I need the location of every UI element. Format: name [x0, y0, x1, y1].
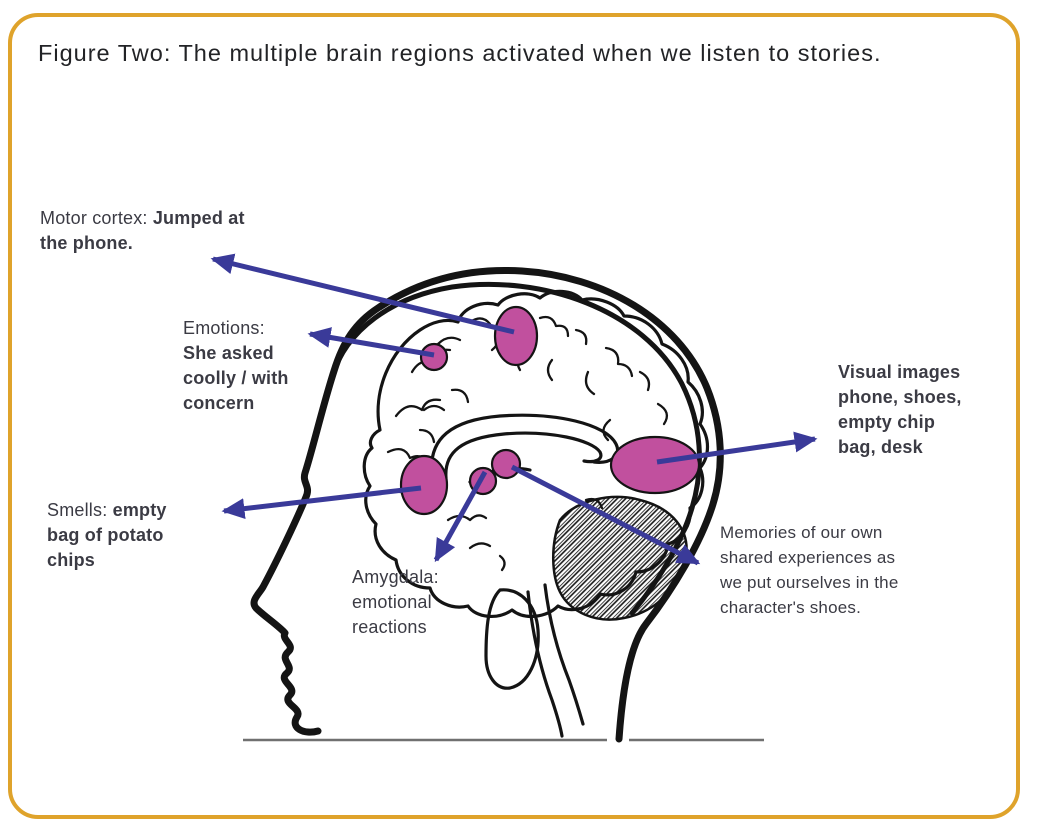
label-smells: Smells: empty bag of potato chips [47, 498, 185, 573]
label-smells-story: empty bag of potato chips [47, 500, 167, 570]
figure-title: Figure Two: The multiple brain regions a… [38, 40, 882, 66]
region-smells [399, 454, 449, 516]
region-emotions [419, 342, 449, 372]
label-visual-images-story: Visual images phone, shoes, empty chip b… [838, 362, 962, 457]
region-visual-images [609, 435, 701, 495]
brain-drawing [362, 289, 710, 738]
pons [484, 588, 540, 690]
label-smells-prefix: Smells: [47, 500, 113, 520]
arrow-smells [221, 485, 422, 520]
region-amygdala-upper [490, 448, 522, 480]
label-emotions-story: She asked coolly / with concern [183, 343, 289, 413]
arrow-emotions [307, 327, 435, 358]
label-memories: Memories of our own shared experiences a… [720, 520, 916, 620]
arrow-motor-cortex [210, 253, 515, 335]
label-motor-cortex: Motor cortex: Jumped at the phone. [40, 206, 265, 256]
label-motor-cortex-prefix: Motor cortex: [40, 208, 153, 228]
region-motor-cortex [493, 305, 539, 367]
label-amygdala-prefix: Amygdala: [352, 567, 439, 587]
label-motor-cortex-story: Jumped at the phone. [40, 208, 245, 253]
activation-regions [399, 305, 701, 516]
cortex-outline [362, 289, 710, 618]
annotation-arrows [210, 253, 818, 566]
label-visual-images: Visual images phone, shoes, empty chip b… [838, 360, 964, 460]
label-amygdala-story: emotional reactions [352, 592, 432, 637]
arrow-amygdala [433, 470, 488, 563]
label-memories-text: Memories of our own shared experiences a… [720, 523, 899, 617]
arrow-memories [510, 464, 701, 566]
brainstem-lines [526, 583, 585, 738]
label-emotions: Emotions: She asked coolly / with concer… [183, 316, 298, 416]
cerebellum [552, 495, 688, 621]
label-amygdala: Amygdala: emotional reactions [352, 565, 464, 640]
label-emotions-prefix: Emotions: [183, 318, 265, 338]
arrow-visual-images [656, 431, 818, 465]
